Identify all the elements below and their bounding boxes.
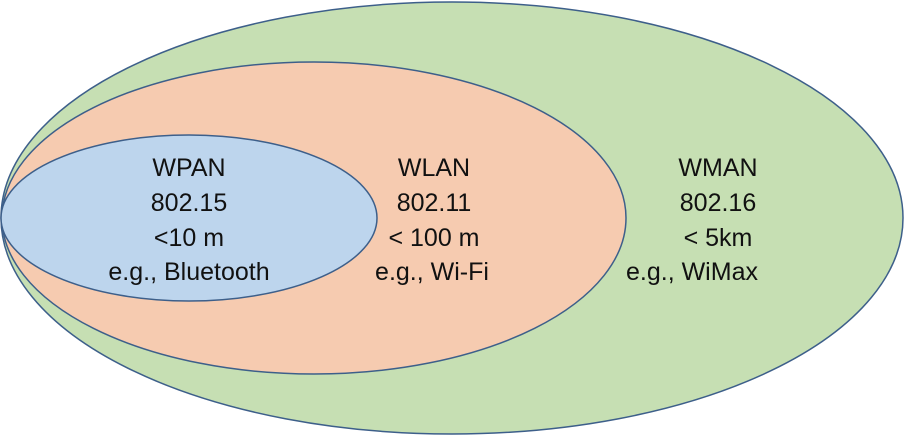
wpan-region: WPAN 802.15 <10 m e.g., Bluetooth xyxy=(0,134,378,302)
wman-name: WMAN xyxy=(678,154,757,182)
wpan-name: WPAN xyxy=(152,154,225,182)
wlan-example: e.g., Wi-Fi xyxy=(375,258,489,286)
wpan-example: e.g., Bluetooth xyxy=(108,258,269,286)
wman-example: e.g., WiMax xyxy=(626,258,758,286)
wpan-standard: 802.15 xyxy=(151,189,227,217)
wpan-ellipse xyxy=(0,134,378,302)
wlan-standard: 802.11 xyxy=(397,189,472,217)
wman-range: < 5km xyxy=(684,224,753,252)
wman-standard: 802.16 xyxy=(680,189,756,217)
wlan-range: < 100 m xyxy=(388,224,479,252)
wlan-name: WLAN xyxy=(398,154,470,182)
wpan-range: <10 m xyxy=(154,224,224,252)
